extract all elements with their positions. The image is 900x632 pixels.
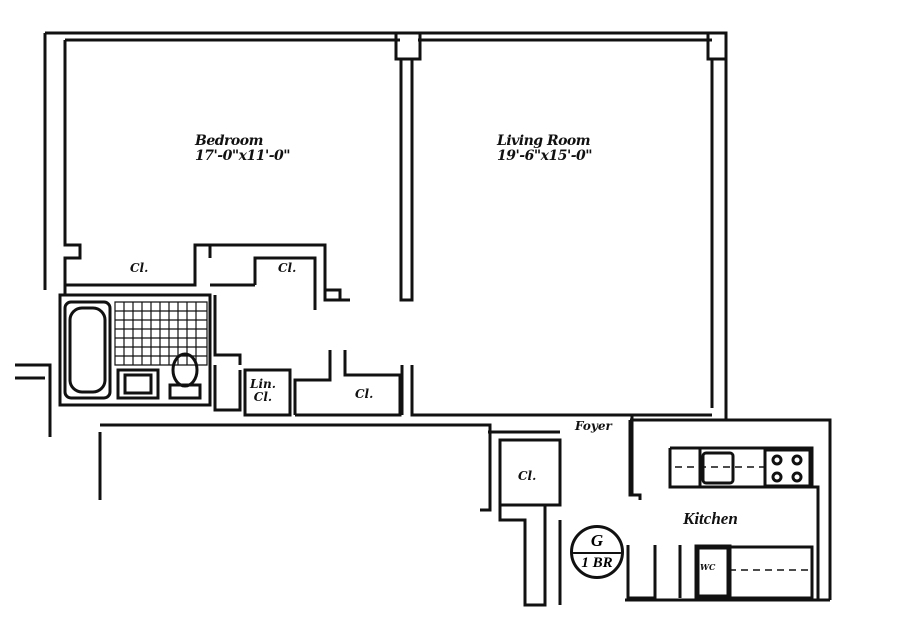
bedroom-label: Bedroom 17'-0"x11'-0" — [195, 133, 291, 164]
living-room-name: Living Room — [497, 133, 591, 149]
kitchen-label: Kitchen — [683, 509, 738, 528]
unit-badge: G 1 BR — [570, 525, 624, 579]
bathroom-fixtures — [63, 300, 208, 400]
badge-divider — [573, 552, 621, 554]
linen-closet-line1: Lin. — [250, 377, 276, 391]
bedroom-name: Bedroom — [195, 133, 263, 149]
living-room-label: Living Room 19'-6"x15'-0" — [497, 133, 593, 164]
bedroom-dimensions: 17'-0"x11'-0" — [195, 147, 291, 164]
foyer-closet-label: Cl. — [518, 469, 537, 483]
linen-closet-label: Lin. Cl. — [250, 378, 276, 403]
linen-closet-line2: Cl. — [253, 389, 273, 404]
wall-oven-label: WC — [700, 562, 716, 572]
unit-line: G — [590, 531, 604, 550]
hall-closet-upper-label: Cl. — [278, 261, 297, 275]
outer-walls — [15, 31, 832, 607]
hall-closet-lower-label: Cl. — [355, 387, 374, 401]
foyer-label: Foyer — [575, 419, 612, 433]
tile-floor — [114, 301, 208, 366]
living-room-dimensions: 19'-6"x15'-0" — [497, 147, 593, 164]
bedroom-closet-label: Cl. — [130, 261, 149, 275]
unit-type: 1 BR — [581, 555, 613, 571]
